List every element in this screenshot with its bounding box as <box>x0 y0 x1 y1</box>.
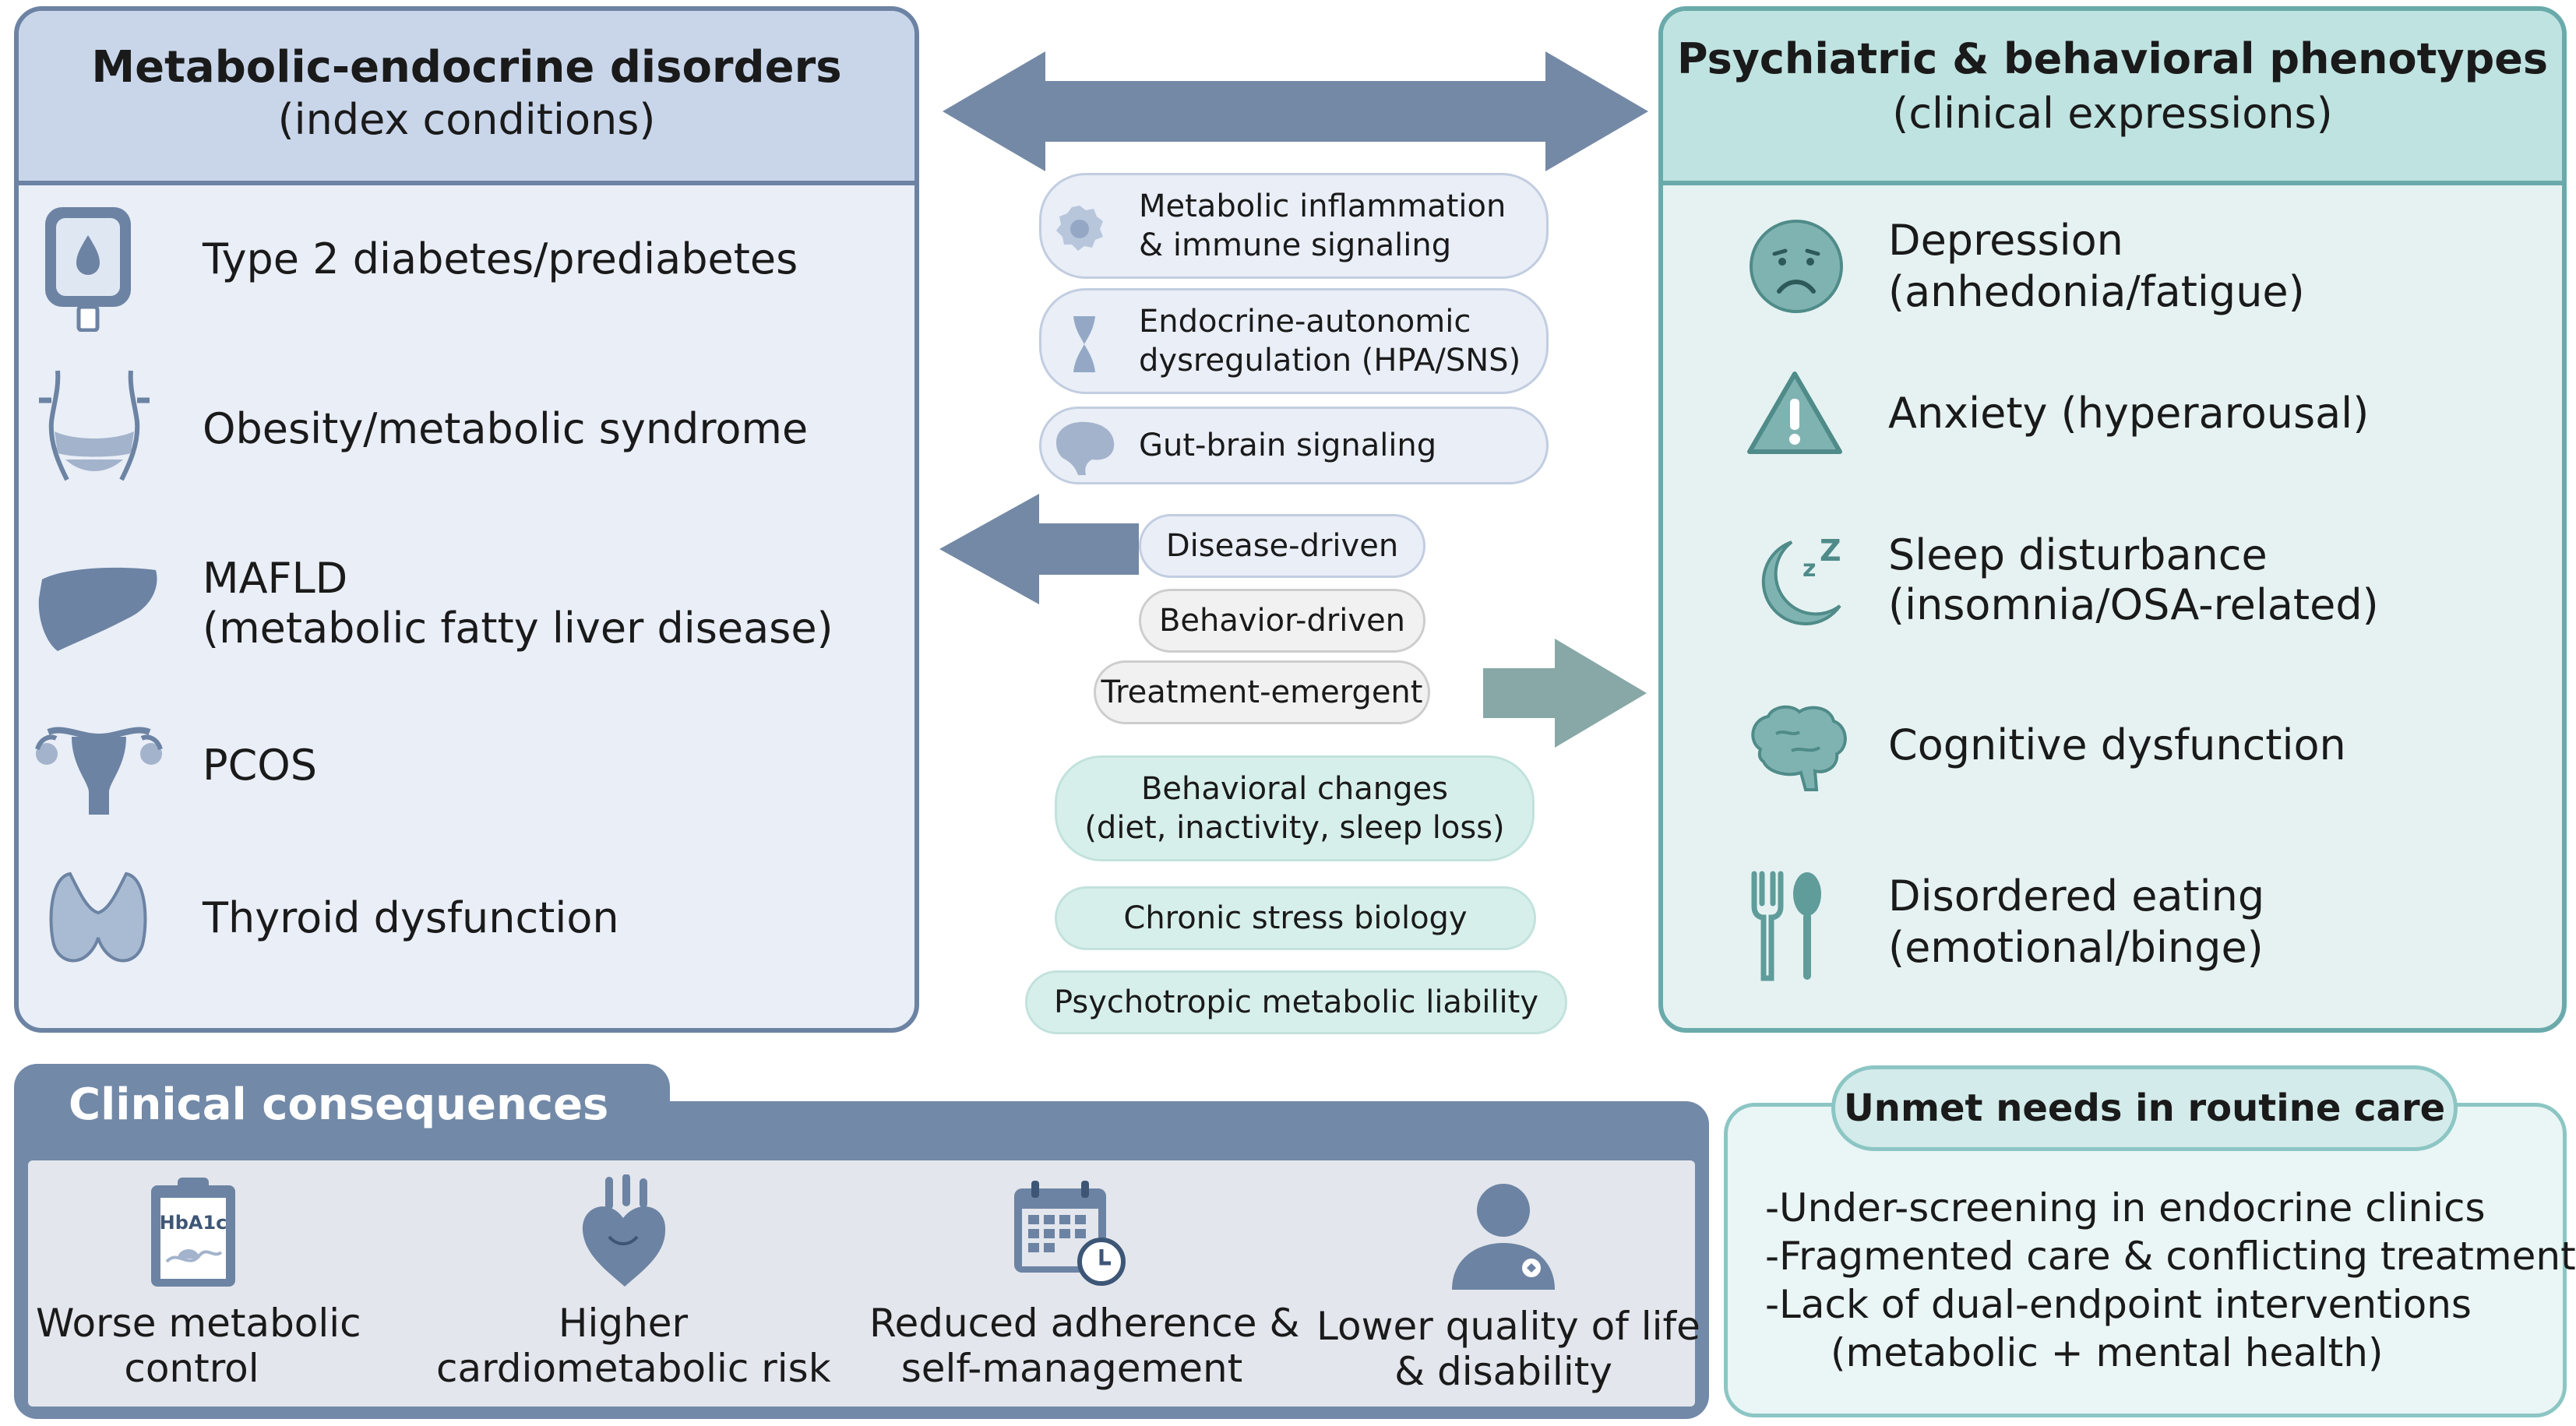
bidirectional-arrow <box>943 51 1648 171</box>
unmet-line-2: -Fragmented care & conflicting treatment… <box>1765 1234 2576 1279</box>
factor-1-line-1: Behavioral changes <box>1140 771 1448 807</box>
consequence-3-line-1: Reduced adherence & <box>869 1301 1300 1346</box>
unmet-needs-panel <box>1724 1103 2567 1417</box>
mechanism-2-line-2: dysregulation (HPA/SNS) <box>1139 343 1521 379</box>
right-item-1-line-1: Depression <box>1888 216 2123 265</box>
mechanism-1-line-1: Metabolic inflammation <box>1139 188 1506 224</box>
right-item-4-line-1: Cognitive dysfunction <box>1888 720 2346 769</box>
pathway-2-label: Behavior-driven <box>1158 603 1406 639</box>
sad-face-icon <box>1750 220 1843 313</box>
factor-3-line-1: Psychotropic metabolic liability <box>1053 984 1539 1020</box>
left-item-5-line-1: Thyroid dysfunction <box>203 893 619 942</box>
consequences-title: Clinical consequences <box>69 1079 609 1130</box>
pathway-pill-treatment-emergent: Treatment-emergent <box>1094 660 1430 724</box>
right-panel-title: Psychiatric & behavioral phenotypes <box>1676 34 2549 83</box>
mechanism-1-line-2: & immune signaling <box>1139 227 1452 263</box>
unmet-line-3: -Lack of dual-endpoint interventions <box>1765 1282 2472 1327</box>
consequence-3-line-2: self-management <box>900 1346 1243 1391</box>
psychiatric-phenotypes-panel: Psychiatric & behavioral phenotypes (cli… <box>1658 6 2567 1033</box>
factor-pill-behavioral-changes: Behavioral changes (diet, inactivity, sl… <box>1055 755 1535 861</box>
mechanism-pill-endocrine: Endocrine-autonomic dysregulation (HPA/S… <box>1039 288 1549 394</box>
pathway-3-label: Treatment-emergent <box>1101 674 1423 710</box>
right-panel-header: Psychiatric & behavioral phenotypes (cli… <box>1663 11 2562 185</box>
right-item-2-line-1: Anxiety (hyperarousal) <box>1888 389 2370 438</box>
left-item-3-line-2: (metabolic fatty liver disease) <box>203 604 833 653</box>
mechanism-pill-inflammation: Metabolic inflammation & immune signalin… <box>1039 173 1549 279</box>
metabolic-disorders-panel: Metabolic-endocrine disorders (index con… <box>14 6 919 1033</box>
cell-icon <box>1056 206 1103 251</box>
mechanism-3-line-1: Gut-brain signaling <box>1139 428 1437 463</box>
consequence-1-line-2: control <box>124 1346 259 1391</box>
factor-pill-chronic-stress: Chronic stress biology <box>1055 886 1536 950</box>
right-item-1-line-2: (anhedonia/fatigue) <box>1888 267 2305 316</box>
right-panel-subtitle: (clinical expressions) <box>1892 89 2333 138</box>
factor-pill-psychotropic: Psychotropic metabolic liability <box>1025 970 1567 1034</box>
left-item-3-line-1: MAFLD <box>203 554 348 603</box>
person-icon <box>1452 1184 1555 1290</box>
moon-sleep-icon: z Z <box>1761 534 1841 625</box>
consequence-4-line-2: & disability <box>1394 1349 1612 1394</box>
liver-icon <box>38 567 157 651</box>
warning-icon <box>1747 371 1842 454</box>
left-panel-title: Metabolic-endocrine disorders <box>91 42 842 93</box>
waist-icon <box>39 370 150 481</box>
consequences-inner <box>28 1160 1695 1407</box>
left-panel-subtitle: (index conditions) <box>277 95 656 144</box>
brain-icon <box>1751 705 1847 791</box>
unmet-line-1: -Under-screening in endocrine clinics <box>1765 1185 2486 1231</box>
stomach-icon <box>1056 421 1115 475</box>
mechanism-2-line-1: Endocrine-autonomic <box>1139 304 1471 340</box>
right-item-3-line-2: (insomnia/OSA-related) <box>1888 580 2379 629</box>
left-item-4-line-1: PCOS <box>203 741 318 790</box>
consequence-2-line-2: cardiometabolic risk <box>436 1346 831 1391</box>
left-item-2-line-1: Obesity/metabolic syndrome <box>203 404 809 453</box>
left-arrow <box>939 494 1139 604</box>
unmet-line-4: (metabolic + mental health) <box>1831 1330 2384 1375</box>
clipboard-icon: HbA1c <box>151 1178 235 1287</box>
hourglass-icon <box>1073 316 1095 372</box>
factor-1-line-2: (diet, inactivity, sleep loss) <box>1084 810 1505 846</box>
consequence-2-line-1: Higher <box>558 1301 689 1346</box>
pathway-1-label: Disease-driven <box>1165 528 1399 564</box>
right-item-5-line-1: Disordered eating <box>1888 871 2265 921</box>
unmet-needs-title: Unmet needs in routine care <box>1831 1065 2458 1151</box>
consequence-1-line-1: Worse metabolic <box>36 1301 361 1346</box>
factor-2-line-1: Chronic stress biology <box>1123 900 1468 936</box>
thyroid-icon <box>49 871 147 963</box>
right-item-3-line-1: Sleep disturbance <box>1888 530 2268 579</box>
right-item-5-line-2: (emotional/binge) <box>1888 923 2264 972</box>
calendar-icon <box>1014 1181 1126 1286</box>
right-arrow <box>1483 639 1647 748</box>
clipboard-label: HbA1c <box>160 1212 227 1234</box>
uterus-icon <box>35 727 163 815</box>
glucometer-icon <box>45 207 131 332</box>
svg-text:Z: Z <box>1820 534 1841 568</box>
svg-text:z: z <box>1802 555 1816 583</box>
consequence-4-line-1: Lower quality of life <box>1316 1304 1700 1349</box>
pathway-pill-behavior-driven: Behavior-driven <box>1139 589 1425 653</box>
pathway-pill-disease-driven: Disease-driven <box>1139 514 1425 578</box>
mechanism-pill-gut-brain: Gut-brain signaling <box>1039 407 1549 484</box>
fork-spoon-icon <box>1751 871 1821 981</box>
left-panel-header: Metabolic-endocrine disorders (index con… <box>19 11 914 185</box>
heart-icon <box>582 1174 666 1287</box>
left-item-1-line-1: Type 2 diabetes/prediabetes <box>203 234 798 283</box>
